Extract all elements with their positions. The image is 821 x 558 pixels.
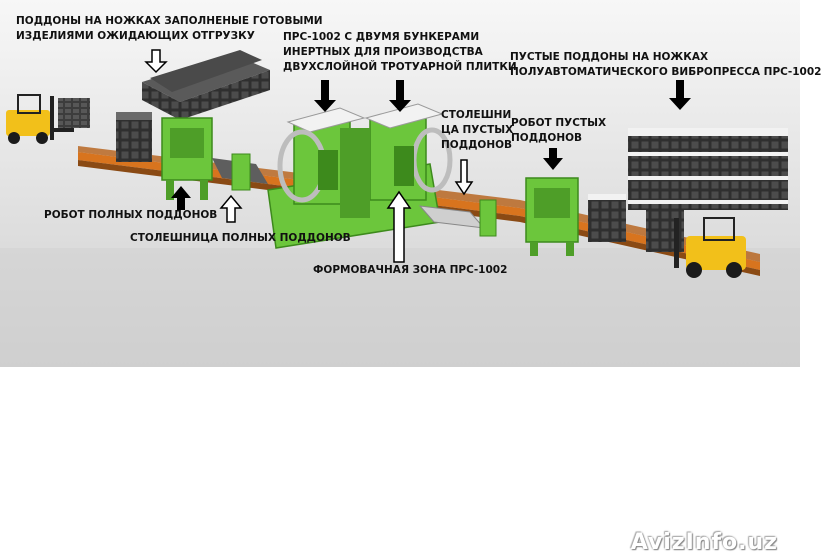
forklift-left-icon bbox=[6, 94, 90, 144]
full-pallet-robot-icon bbox=[161, 117, 213, 200]
floor-shadow bbox=[0, 248, 800, 367]
arrow-empty-storage-icon bbox=[669, 80, 691, 110]
full-pallets-storage-icon bbox=[142, 50, 270, 120]
empty-pallets-storage-icon bbox=[628, 128, 788, 210]
press-machine-icon bbox=[267, 103, 453, 249]
label-full-pallet-table: СТОЛЕШНИЦА ПОЛНЫХ ПОДДОНОВ bbox=[130, 232, 351, 244]
arrow-forming-zone-icon bbox=[386, 190, 412, 263]
arrow-empty-robot-icon bbox=[543, 148, 563, 170]
label-empty-pallets-storage: ПУСТЫЕ ПОДДОНЫ НА НОЖКАХ ПОЛУАВТОМАТИЧЕС… bbox=[510, 51, 821, 78]
arrow-empty-table-icon bbox=[454, 159, 474, 196]
arrow-full-robot-icon bbox=[171, 186, 191, 210]
label-forming-zone: ФОРМОВАЧНАЯ ЗОНА ПРС-1002 bbox=[313, 264, 508, 276]
arrow-full-storage-icon bbox=[144, 49, 168, 74]
forklift-right-icon bbox=[674, 217, 746, 278]
full-pallet-stack-icon bbox=[116, 112, 152, 162]
empty-pallet-robot-icon bbox=[525, 177, 579, 256]
arrow-full-table-icon bbox=[219, 194, 243, 223]
arrow-hopper-left-icon bbox=[314, 80, 336, 112]
production-line-scene bbox=[0, 0, 800, 367]
label-empty-pallet-robot: РОБОТ ПУСТЫХ ПОДДОНОВ bbox=[511, 117, 607, 144]
label-full-pallet-robot: РОБОТ ПОЛНЫХ ПОДДОНОВ bbox=[44, 209, 218, 221]
label-full-pallets-storage: ПОДДОНЫ НА НОЖКАХ ЗАПОЛНЕНЫЕ ГОТОВЫМИ ИЗ… bbox=[16, 15, 323, 42]
watermark: AvizInfo.uz bbox=[630, 530, 778, 555]
empty-pallet-table-icon bbox=[418, 199, 497, 237]
full-pallet-table-icon bbox=[212, 153, 268, 191]
label-empty-pallet-table: СТОЛЕШНИ ЦА ПУСТЫХ ПОДДОНОВ bbox=[441, 109, 514, 151]
arrow-hopper-right-icon bbox=[389, 80, 411, 112]
label-press-two-hoppers: ПРС-1002 С ДВУМЯ БУНКЕРАМИ ИНЕРТНЫХ ДЛЯ … bbox=[283, 31, 517, 73]
